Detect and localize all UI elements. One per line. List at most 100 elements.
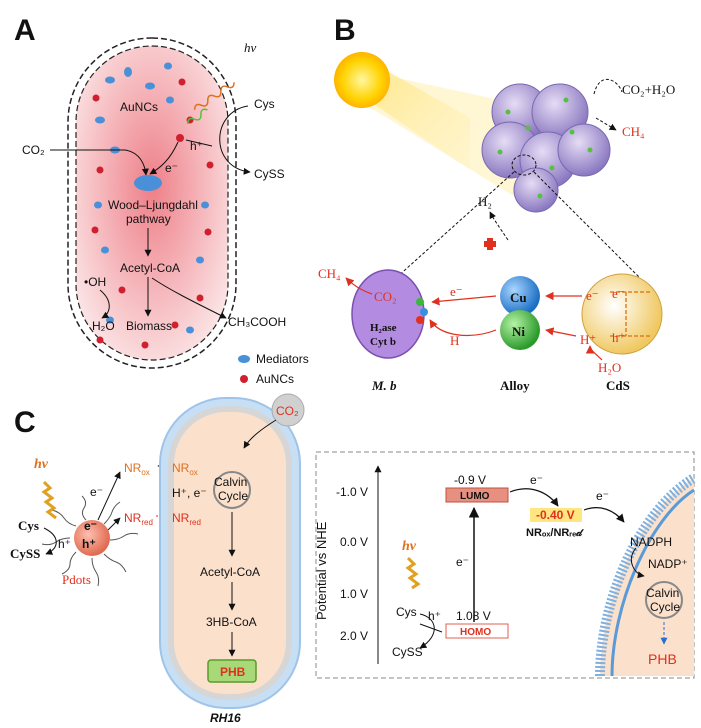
label-alloy: Alloy (500, 378, 530, 393)
co2-bubble (271, 393, 305, 427)
mediator-dot (164, 62, 172, 70)
legend-mediators: Mediators (256, 352, 309, 366)
light-wave-green (187, 108, 208, 124)
cys-arrow-c (43, 527, 57, 555)
aunc-active (176, 134, 184, 142)
calvin-r2: Cycle (650, 600, 680, 614)
calvin-circle (213, 471, 251, 509)
sphere (513, 167, 559, 213)
legend-aunc-swatch (240, 375, 248, 383)
mediator-dot (196, 256, 204, 264)
lumo-label: LUMO (460, 491, 490, 502)
h-left: H (450, 333, 459, 348)
ch4-label: CH₄ (318, 266, 341, 281)
light-wave (193, 82, 235, 110)
dot (587, 147, 593, 153)
pdots: e⁻ h⁺ (41, 495, 139, 587)
hb-c: 3HB-CoA (206, 615, 257, 629)
phb-r: PHB (648, 651, 677, 667)
co2h2o-label: CO₂+H₂O (622, 82, 675, 97)
pdot-chain (61, 551, 77, 575)
hplus-label: h⁺ (190, 139, 203, 153)
sun-beam-wide (350, 70, 520, 200)
ch4-dash (595, 117, 617, 131)
aunc-label: AuNCs (120, 100, 158, 114)
hplus-line (185, 139, 213, 147)
pdot-sphere (74, 520, 110, 556)
pdot-h: h⁺ (82, 537, 96, 551)
hv-label-c: hv (34, 457, 49, 472)
lipid-inner (610, 488, 695, 677)
calvin-r1: Calvin (646, 586, 679, 600)
h2-arrow (489, 211, 509, 241)
cds-e: e⁻ (612, 286, 625, 301)
wood-label-1: Wood–Ljungdahl (108, 198, 198, 212)
hplus-label-b: H⁺ (580, 332, 596, 347)
light-bolt-2 (405, 556, 421, 590)
co2-label: CO₂ (22, 143, 45, 157)
sun-icon (334, 52, 390, 108)
plus-icon (484, 238, 496, 250)
zoom-circle (511, 154, 537, 176)
dot (569, 129, 575, 135)
co2-c: CO₂ (276, 404, 299, 418)
cys-c: Cys (18, 518, 39, 533)
pdot-chain (103, 553, 127, 573)
cds-sphere (581, 273, 663, 355)
ni-sphere (500, 310, 540, 350)
cds-h: h⁺ (612, 330, 625, 345)
h2o-label: H₂O (92, 319, 115, 333)
nr-pair: NRₒₓ/NRᵣₑ𝒹 (526, 527, 584, 539)
label-mb: M. b (371, 378, 397, 393)
mediator-dot (105, 76, 115, 84)
co2-dash (593, 79, 623, 95)
nr-ox-out: NRox (124, 461, 150, 477)
cys-arrow (219, 105, 251, 175)
e-up: e⁻ (456, 555, 469, 569)
pdot-chain (109, 532, 139, 541)
h2ase-label: H₂ase (370, 322, 397, 334)
sphere (557, 123, 611, 177)
yaxis-label: Potential vs NHE (314, 521, 329, 620)
acetyl-c: Acetyl-CoA (200, 565, 260, 579)
nr-red-out: NRred (124, 511, 153, 527)
dot (525, 125, 531, 131)
e-right-c: e⁻ (596, 489, 609, 503)
aunc-dot (91, 226, 99, 234)
cys-arrow-2 (419, 613, 435, 649)
h2o-arrow (585, 345, 603, 361)
nadph: NADPH (630, 535, 672, 549)
mediator-dot (145, 82, 155, 90)
aunc-dot (204, 228, 212, 236)
aunc-dot (196, 294, 204, 302)
ch4-arrow (345, 277, 373, 295)
co2-arrow (50, 149, 149, 176)
aunc-dot (96, 336, 104, 344)
e-mid: e⁻ (90, 485, 103, 499)
h2-label: H₂ (478, 194, 492, 209)
nanoparticle-cluster (481, 83, 611, 213)
acetate-arrow (151, 277, 227, 319)
lumo-box (445, 487, 509, 503)
calvin-2: Cycle (218, 489, 248, 503)
nadp: NADP⁺ (648, 557, 688, 571)
biomass-label: Biomass (126, 319, 172, 333)
rh16-label: RH16 (210, 711, 241, 725)
cyss-label: CySS (254, 167, 285, 181)
dot (505, 109, 511, 115)
h-transfer-arrow (429, 319, 497, 337)
e-red-arrow (107, 517, 121, 531)
lumo-to-nr-arrow (509, 488, 559, 507)
he-label: H⁺, e⁻ (172, 486, 207, 500)
nr-v-box (530, 508, 582, 522)
protein-blue (420, 308, 428, 316)
homo-label: HOMO (460, 627, 491, 638)
nadph-arrow (631, 547, 645, 579)
cys2: Cys (396, 605, 417, 619)
panel-a: A (14, 14, 309, 386)
calvin-circle-r (645, 581, 683, 619)
mediator-dot (166, 96, 174, 104)
pdot-chain (51, 509, 77, 527)
cytb-label: Cyt b (370, 336, 396, 348)
